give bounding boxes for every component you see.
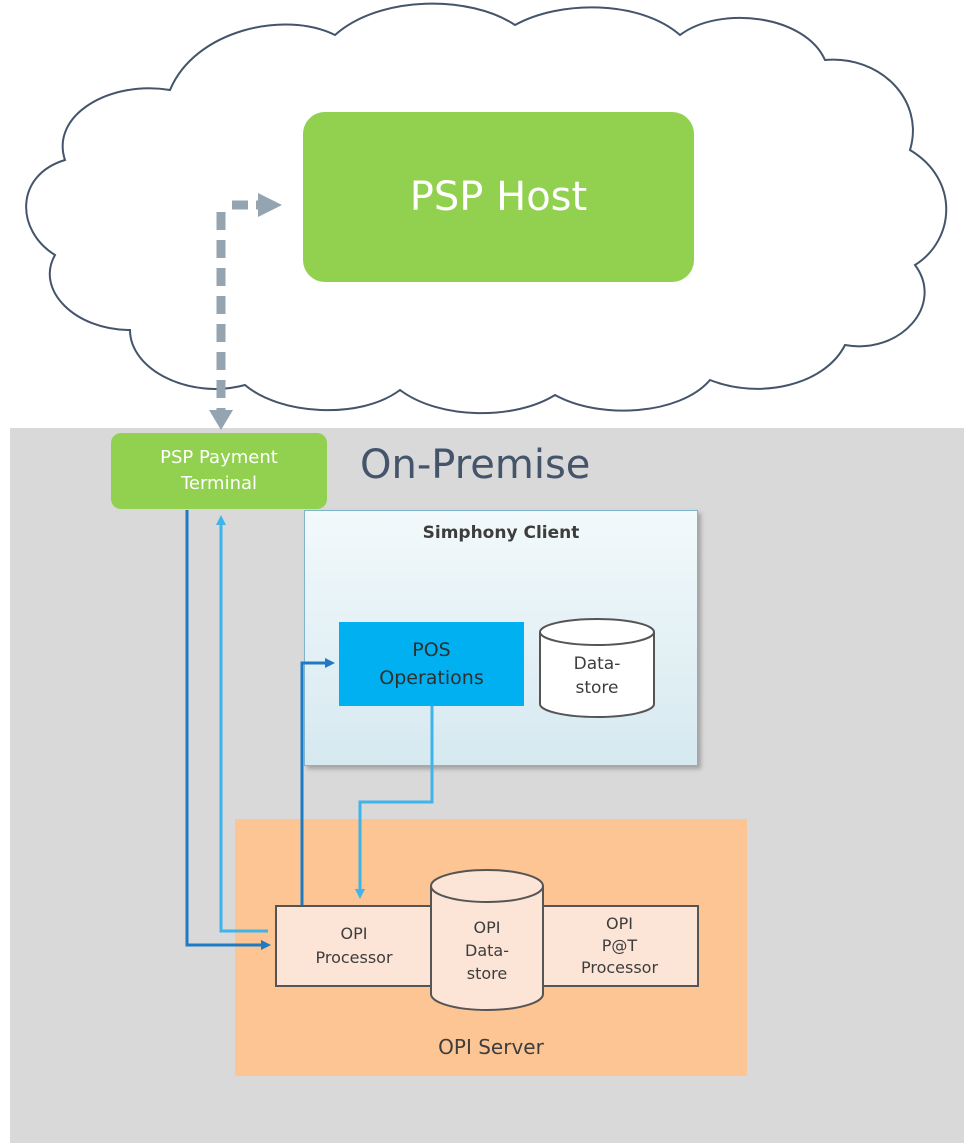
psp-payment-terminal: PSP Payment Terminal [111,433,327,509]
pos-operations-label: POS Operations [379,639,484,689]
terminal-to-opi-processor-arrow [185,510,271,950]
simphony-datastore-label: Data- store [540,648,654,704]
cloud-terminal-link [209,193,282,430]
opi-processor-label: OPI Processor [315,924,393,967]
opi-processor-box: OPI Processor [275,905,433,987]
on-premise-title: On-Premise [360,442,591,488]
pos-operations-box: POS Operations [339,622,524,706]
opi-datastore-label: OPI Data- store [431,908,543,992]
simphony-client-title: Simphony Client [422,523,580,543]
datastore-label-text: Data- store [573,654,621,698]
opi-processor-to-pos-arrow [300,658,335,905]
opi-datastore-label-text: OPI Data- store [465,917,509,983]
psp-host-box: PSP Host [303,112,694,282]
pos-to-opi-processor-arrow [355,706,434,899]
psp-host-label: PSP Host [409,174,588,220]
opi-processor-to-terminal-arrow [216,515,268,933]
down-arrowhead-icon [209,410,233,430]
opi-datastore-cylinder [430,869,544,1011]
opi-server-title: OPI Server [438,1035,544,1059]
opi-pat-processor-box: OPI P@T Processor [540,905,699,987]
simphony-datastore-cylinder [539,618,655,718]
right-arrowhead-icon [258,193,282,217]
terminal-label: PSP Payment Terminal [160,447,278,494]
opi-pat-processor-label: OPI P@T Processor [580,914,659,977]
